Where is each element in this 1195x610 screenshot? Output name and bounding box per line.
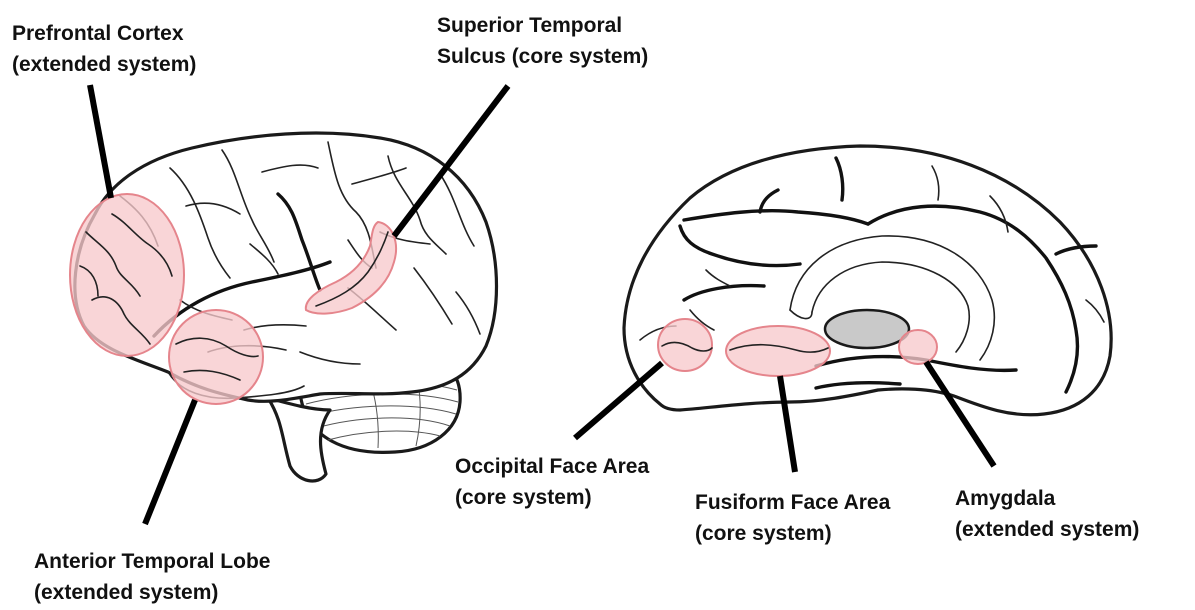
label-atl-line2: (extended system): [34, 577, 270, 608]
label-prefrontal-cortex: Prefrontal Cortex (extended system): [12, 18, 196, 80]
label-ffa-line2: (core system): [695, 518, 890, 549]
label-amygdala-line1: Amygdala: [955, 483, 1139, 514]
leader-ofa: [575, 363, 662, 438]
label-amygdala-line2: (extended system): [955, 514, 1139, 545]
label-occipital-face-area: Occipital Face Area (core system): [455, 451, 649, 513]
brainstem: [268, 398, 330, 481]
label-ofa-line1: Occipital Face Area: [455, 451, 649, 482]
leader-prefrontal: [90, 85, 111, 198]
fusiform-face-area-region: [726, 326, 830, 376]
prefrontal-cortex-region: [70, 194, 184, 356]
label-ofa-line2: (core system): [455, 482, 649, 513]
label-sts-line1: Superior Temporal: [437, 10, 648, 41]
thalamus: [825, 310, 909, 348]
label-sts-line2: Sulcus (core system): [437, 41, 648, 72]
leader-atl: [145, 400, 195, 524]
label-anterior-temporal-lobe: Anterior Temporal Lobe (extended system): [34, 546, 270, 608]
label-ffa-line1: Fusiform Face Area: [695, 487, 890, 518]
label-amygdala: Amygdala (extended system): [955, 483, 1139, 545]
label-prefrontal-line1: Prefrontal Cortex: [12, 18, 196, 49]
label-atl-line1: Anterior Temporal Lobe: [34, 546, 270, 577]
amygdala-region: [899, 330, 937, 364]
label-superior-temporal-sulcus: Superior Temporal Sulcus (core system): [437, 10, 648, 72]
label-prefrontal-line2: (extended system): [12, 49, 196, 80]
label-fusiform-face-area: Fusiform Face Area (core system): [695, 487, 890, 549]
medial-hemisphere: [624, 146, 1111, 415]
medial-brain-illustration: [624, 146, 1111, 415]
